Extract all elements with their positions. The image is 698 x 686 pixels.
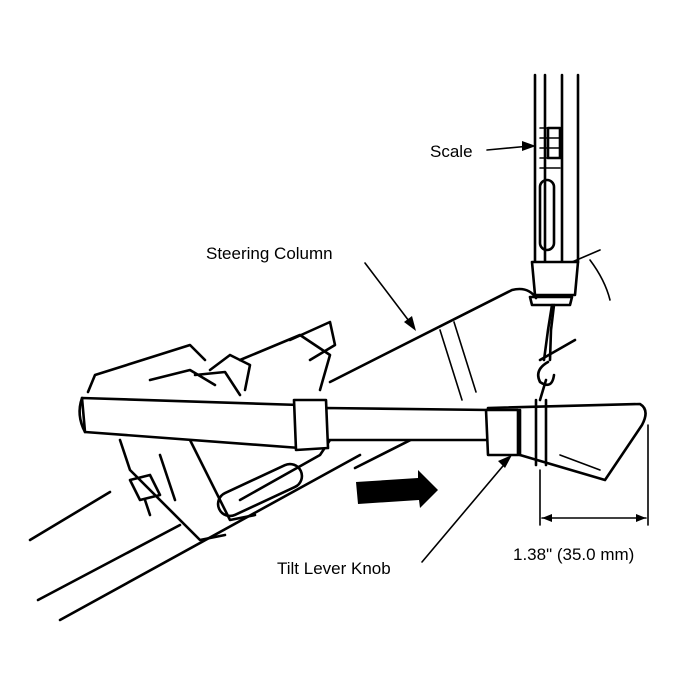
tilt-lever-bar xyxy=(78,396,492,450)
tilt-lever-knob xyxy=(484,398,647,482)
steering-column-label: Steering Column xyxy=(206,244,333,263)
dimension-lines xyxy=(539,424,649,526)
tilt-lever-knob-label: Tilt Lever Knob xyxy=(277,559,391,578)
spring-scale xyxy=(528,73,580,402)
scale-label: Scale xyxy=(430,142,473,161)
direction-arrow xyxy=(356,470,438,508)
angle-indicator xyxy=(571,249,611,301)
leader-lines xyxy=(364,141,536,563)
lever-collar xyxy=(292,398,330,452)
dimension-label: 1.38" (35.0 mm) xyxy=(513,545,635,564)
